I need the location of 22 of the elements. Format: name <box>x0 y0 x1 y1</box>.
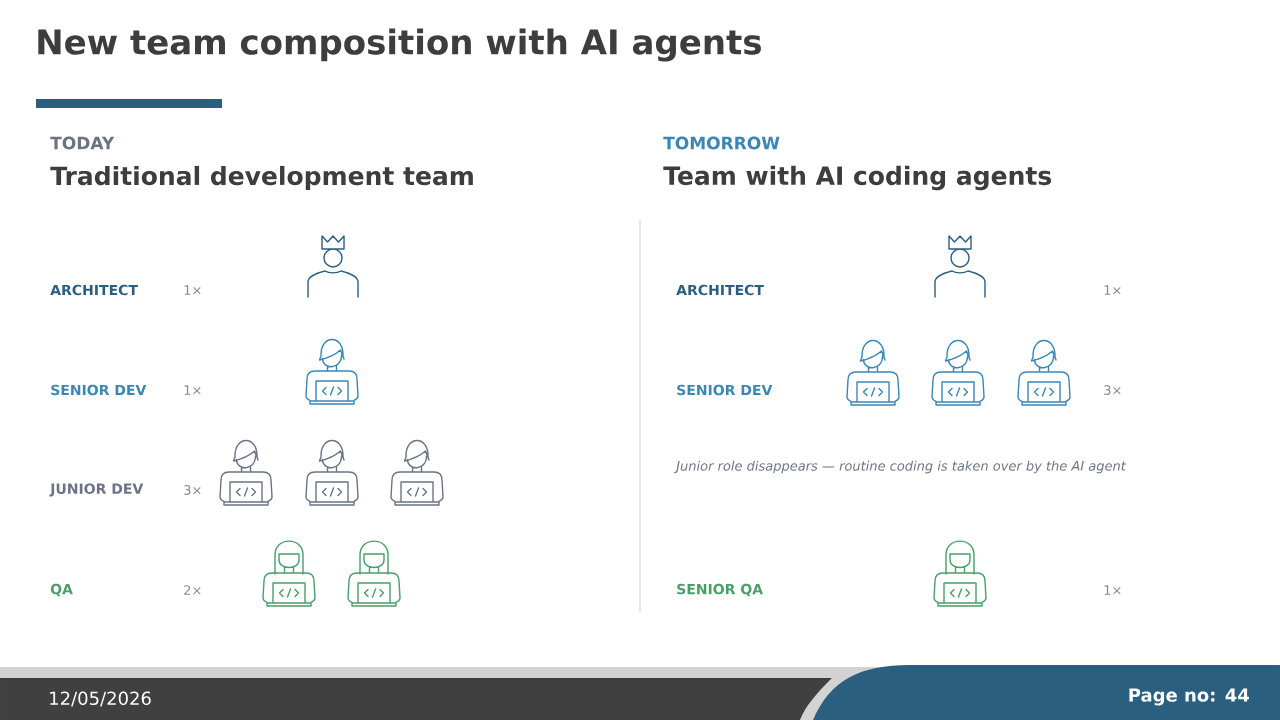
count-label: 1× <box>184 285 201 295</box>
count-label: 1× <box>1104 285 1121 295</box>
role-label: SENIOR QA <box>677 583 763 597</box>
role-label: ARCHITECT <box>50 284 138 296</box>
count-label: 3× <box>184 485 201 495</box>
note-text: Junior role disappears — routine coding is taken over by the AI agent <box>674 460 1127 474</box>
section-heading: Team with AI coding agents <box>663 165 1051 191</box>
count-label: 1× <box>1104 585 1121 595</box>
role-label: QA <box>50 583 73 597</box>
page-number: Page no: 44 <box>1129 688 1249 706</box>
date-text: 12/05/2026 <box>50 691 151 707</box>
role-label: JUNIOR DEV <box>49 483 144 497</box>
count-label: 2× <box>184 585 201 595</box>
role-label: ARCHITECT <box>676 284 764 296</box>
slide-title: New team composition with AI agents <box>38 28 761 62</box>
section-label: TOMORROW <box>663 136 780 150</box>
section-heading: Traditional development team <box>50 165 473 191</box>
role-label: SENIOR DEV <box>51 384 147 396</box>
role-label: SENIOR DEV <box>677 384 773 396</box>
section-label: TODAY <box>50 136 115 150</box>
count-label: 3× <box>1104 385 1121 395</box>
count-label: 1× <box>184 385 201 395</box>
